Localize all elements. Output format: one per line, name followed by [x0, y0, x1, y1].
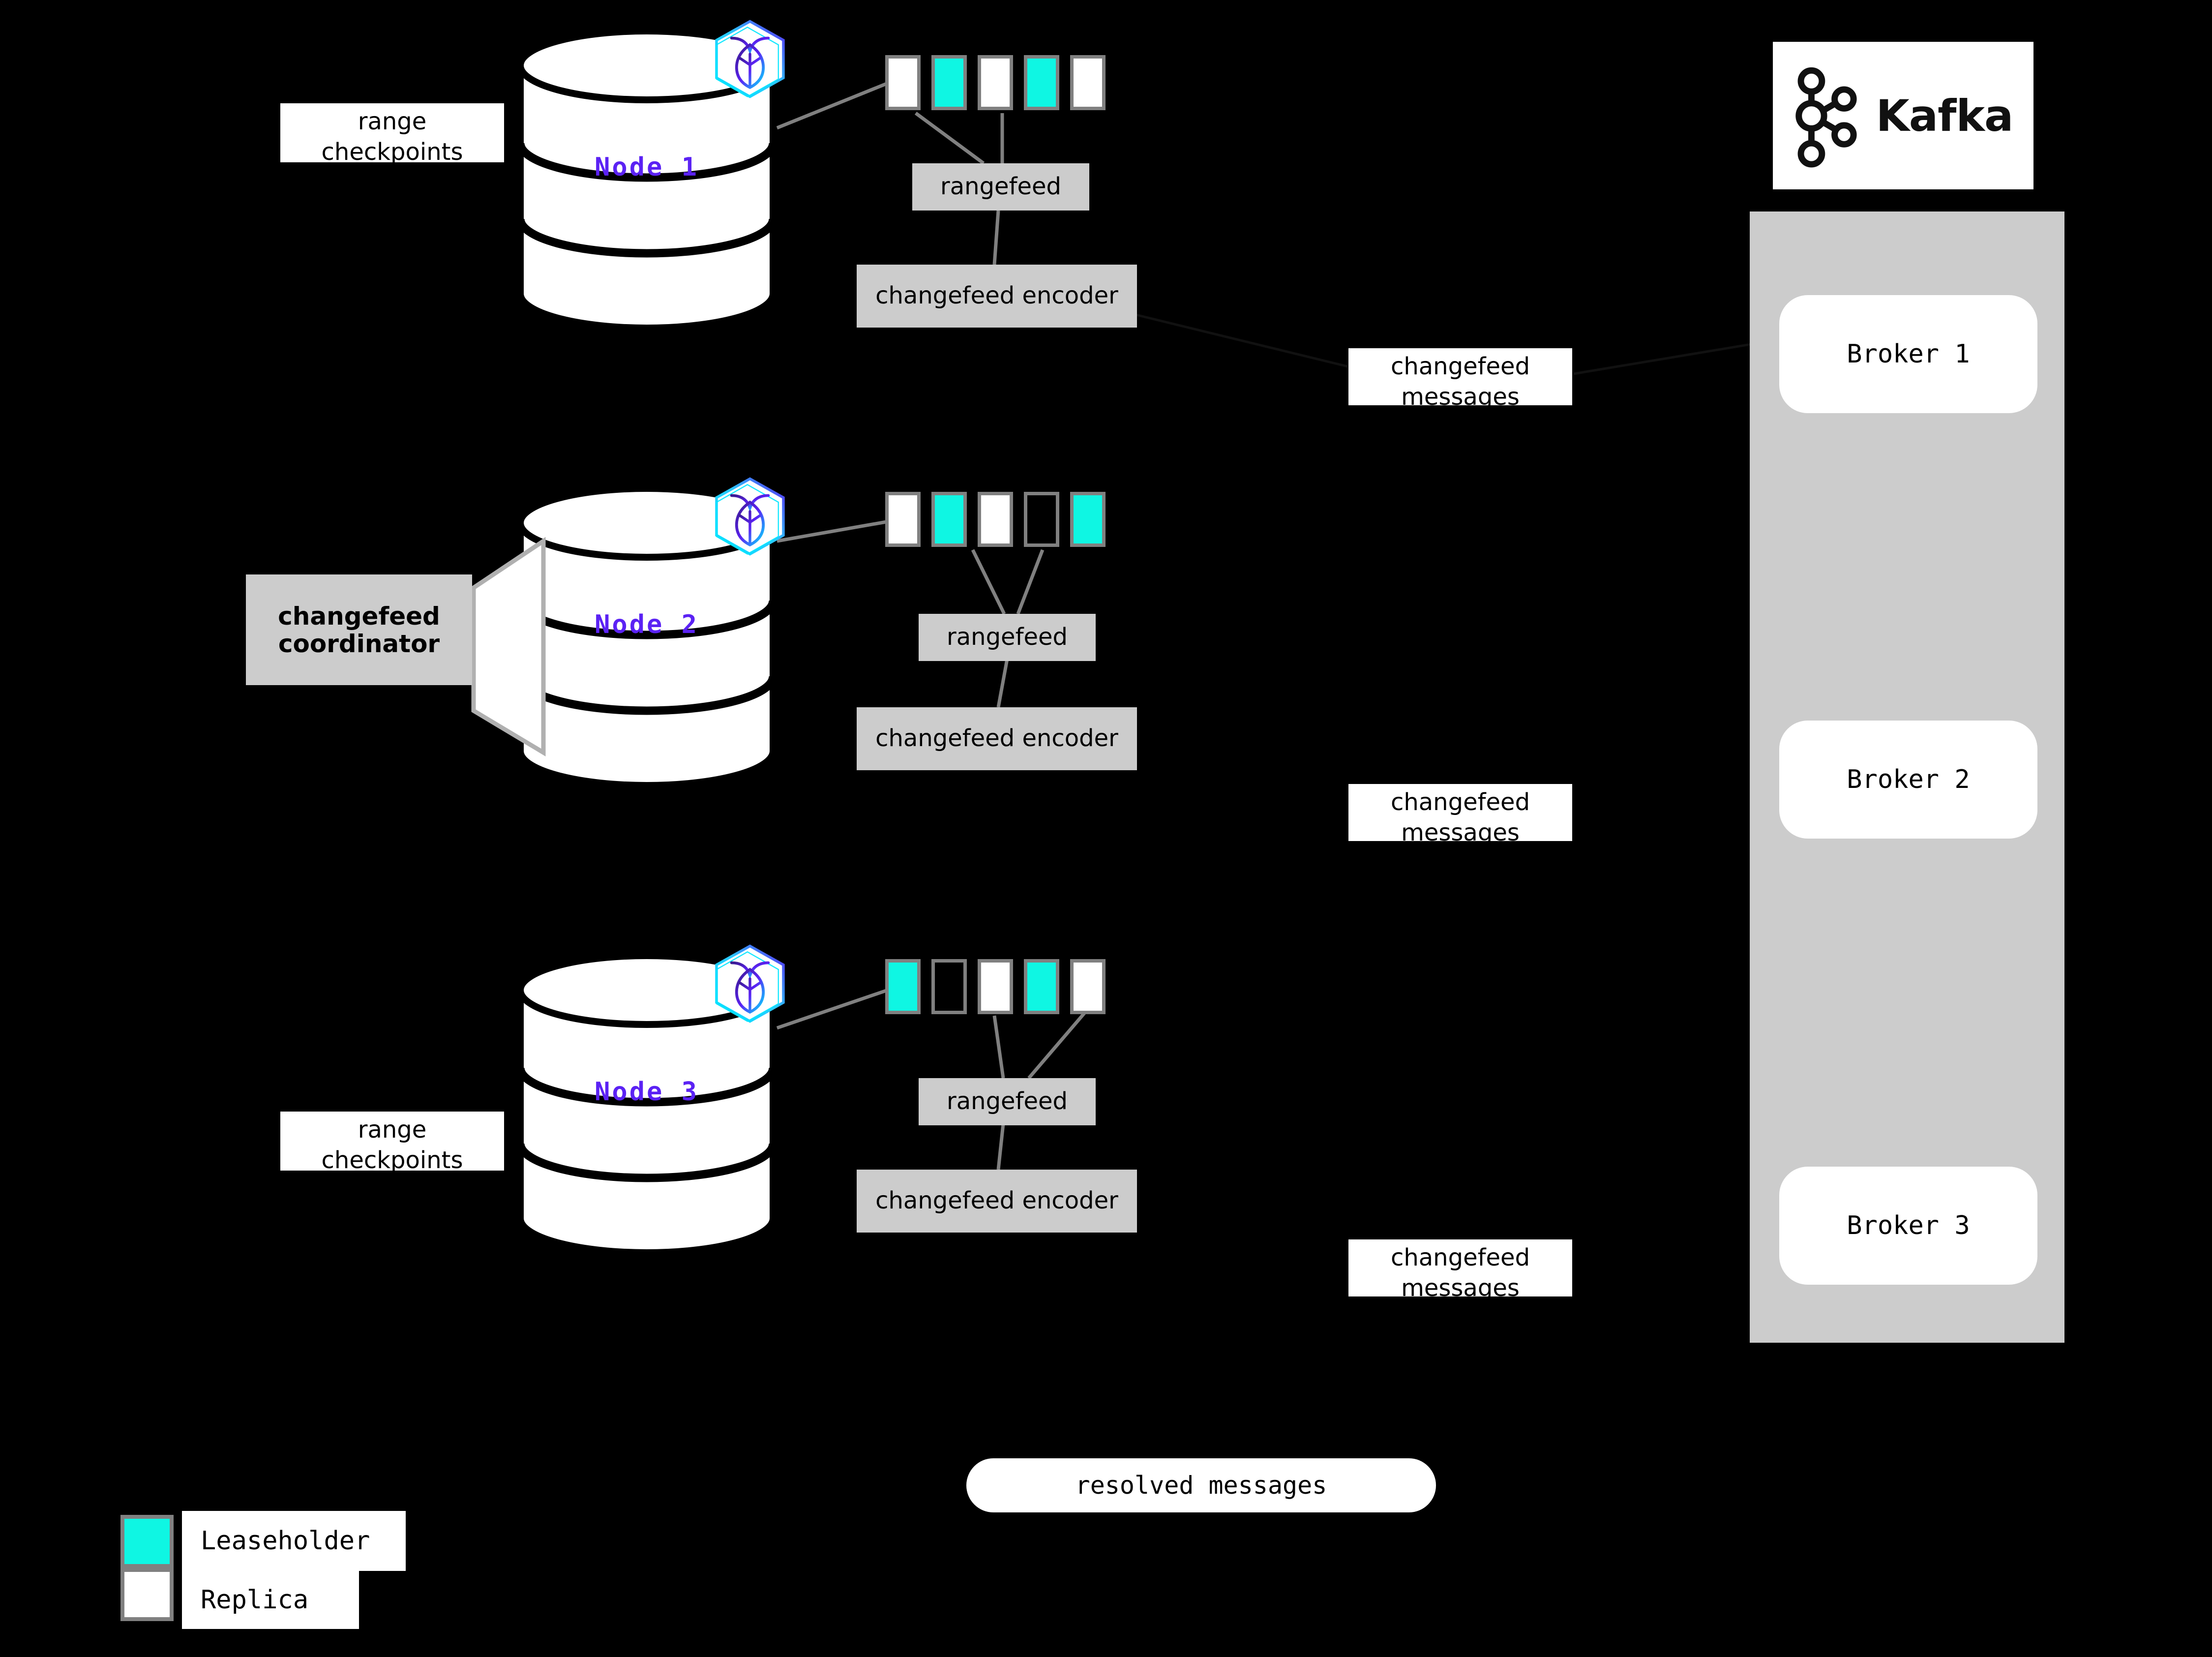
range-leaseholder[interactable] — [885, 959, 921, 1014]
node-2-cylinder: Node 2 — [516, 484, 777, 789]
cockroachdb-logo-icon — [708, 17, 792, 101]
node-2-changefeed-messages-label: changefeed messages — [1348, 784, 1572, 846]
node-1-changefeed-encoder-box[interactable]: changefeed encoder — [857, 265, 1137, 328]
range-leaseholder[interactable] — [1024, 959, 1059, 1014]
range-replica[interactable] — [978, 492, 1013, 547]
range-empty[interactable] — [1024, 492, 1059, 547]
range-replica[interactable] — [978, 55, 1013, 110]
node-3-range-checkpoints-label: range checkpoints — [280, 1112, 504, 1174]
kafka-wordmark: Kafka — [1876, 90, 2014, 141]
range-leaseholder[interactable] — [1024, 55, 1059, 110]
node-1-label: Node 1 — [595, 152, 699, 182]
node-3-changefeed-messages-label: changefeed messages — [1348, 1239, 1572, 1302]
cockroachdb-logo-icon — [708, 475, 792, 558]
resolved-messages-pill[interactable]: resolved messages — [966, 1458, 1436, 1512]
node-1-ranges — [885, 55, 1106, 110]
kafka-logo: Kafka — [1773, 42, 2033, 189]
legend-swatch-replica — [120, 1568, 174, 1621]
range-replica[interactable] — [885, 55, 921, 110]
legend-swatch-leaseholder — [120, 1515, 174, 1568]
node-1-cylinder: Node 1 — [516, 27, 777, 332]
node-2-label: Node 2 — [595, 610, 699, 639]
node-2-rangefeed-box[interactable]: rangefeed — [919, 614, 1096, 661]
node-3-rangefeed-box[interactable]: rangefeed — [919, 1078, 1096, 1125]
node-3-label: Node 3 — [595, 1077, 699, 1107]
legend-label-replica: Replica — [182, 1571, 359, 1629]
node-2-changefeed-encoder-box[interactable]: changefeed encoder — [857, 707, 1137, 770]
node-3-ranges — [885, 959, 1106, 1014]
node-2-ranges — [885, 492, 1106, 547]
node-1-rangefeed-box[interactable]: rangefeed — [912, 163, 1089, 211]
range-replica[interactable] — [1070, 55, 1106, 110]
range-replica[interactable] — [885, 492, 921, 547]
node-1-changefeed-messages-label: changefeed messages — [1348, 348, 1572, 411]
node-3-cylinder: Node 3 — [516, 952, 777, 1257]
node-3-changefeed-encoder-box[interactable]: changefeed encoder — [857, 1170, 1137, 1233]
node-1-range-checkpoints-label: range checkpoints — [280, 103, 504, 166]
changefeed-coordinator-box[interactable]: changefeed coordinator — [246, 574, 472, 685]
range-leaseholder[interactable] — [931, 492, 967, 547]
range-leaseholder[interactable] — [1070, 492, 1106, 547]
range-replica[interactable] — [978, 959, 1013, 1014]
range-replica[interactable] — [1070, 959, 1106, 1014]
broker-1[interactable]: Broker 1 — [1779, 295, 2037, 413]
cockroachdb-logo-icon — [708, 942, 792, 1025]
legend-label-leaseholder: Leaseholder — [182, 1511, 406, 1571]
kafka-graph-icon — [1795, 67, 1857, 167]
range-leaseholder[interactable] — [931, 55, 967, 110]
broker-2[interactable]: Broker 2 — [1779, 721, 2037, 839]
broker-3[interactable]: Broker 3 — [1779, 1167, 2037, 1285]
range-empty[interactable] — [931, 959, 967, 1014]
coordinator-callout-pointer — [470, 536, 568, 759]
